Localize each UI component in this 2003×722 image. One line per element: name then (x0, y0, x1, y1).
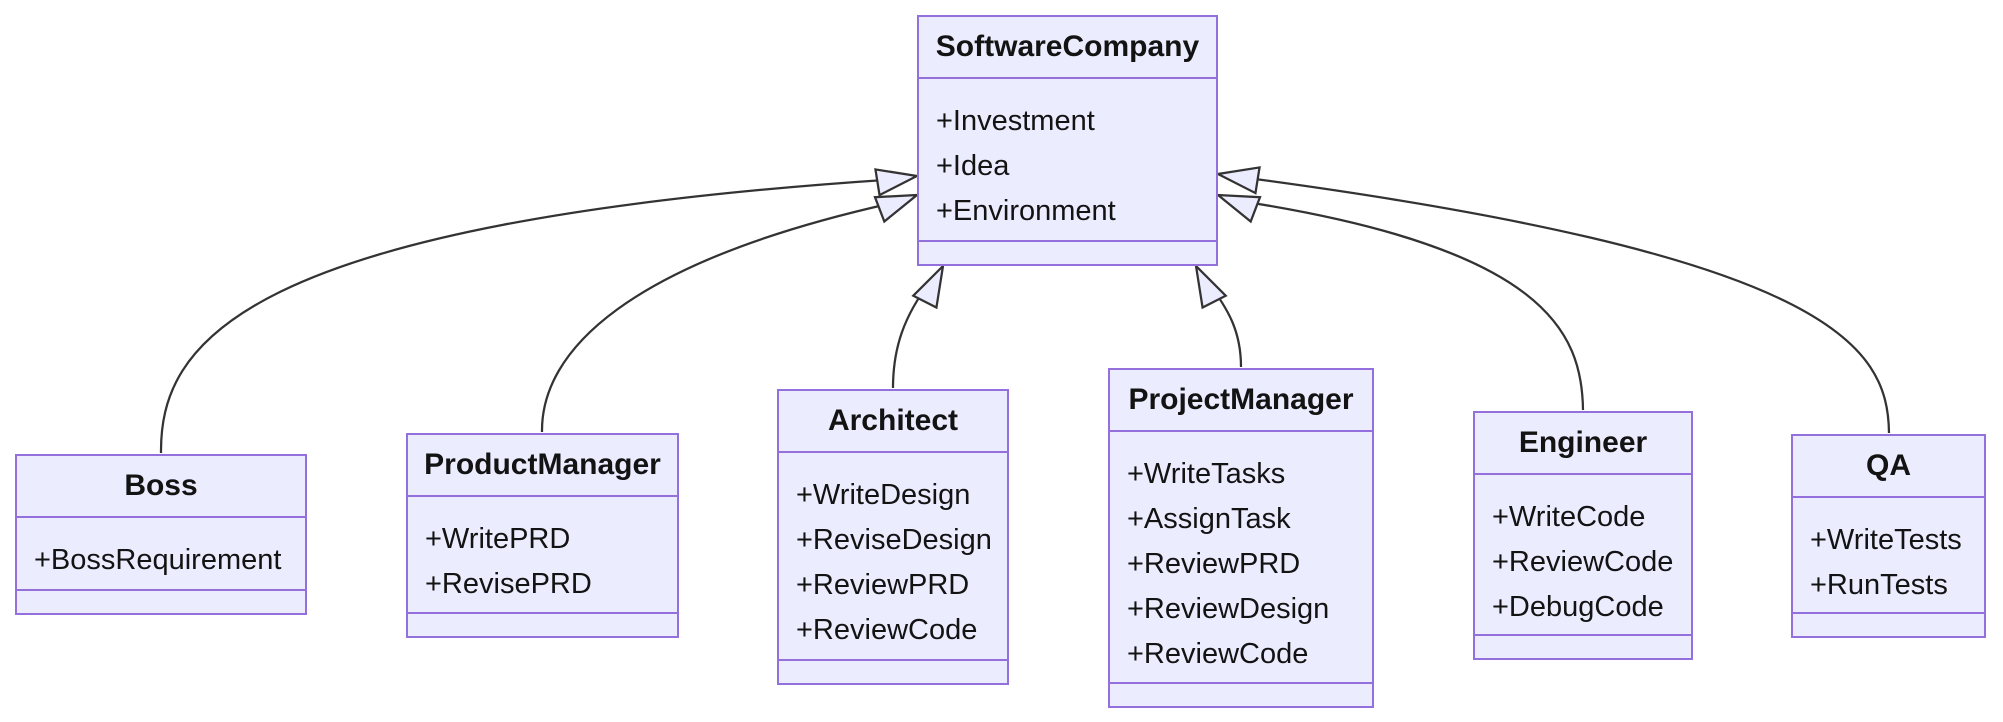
edge-boss-inheritance (159, 177, 900, 454)
class-member: +ReviseDesign (796, 524, 992, 556)
edge-product-manager-inheritance (540, 200, 898, 433)
class-members: +BossRequirement (17, 518, 305, 589)
class-member: +ReviewCode (796, 614, 978, 646)
class-title: Boss (17, 456, 305, 518)
class-member: +WriteTasks (1127, 458, 1286, 490)
class-member: +DebugCode (1492, 591, 1664, 623)
class-methods-empty (408, 612, 677, 636)
class-methods-empty (779, 659, 1007, 683)
class-title: Architect (779, 391, 1007, 453)
class-engineer: Engineer +WriteCode +ReviewCode +DebugCo… (1473, 411, 1693, 660)
class-product-manager: ProductManager +WritePRD +RevisePRD (406, 433, 679, 638)
inheritance-arrowhead-architect (911, 262, 945, 310)
class-title: Engineer (1475, 413, 1691, 475)
edge-qa-inheritance (1239, 175, 1891, 434)
class-title: ProductManager (408, 435, 677, 497)
class-project-manager: ProjectManager +WriteTasks +AssignTask +… (1108, 368, 1374, 708)
class-methods-empty (17, 589, 305, 613)
inheritance-arrowhead-boss (874, 168, 921, 197)
inheritance-arrowhead-qa (1214, 166, 1261, 195)
class-title: ProjectManager (1110, 370, 1372, 432)
edge-engineer-inheritance (1239, 199, 1585, 411)
class-members: +WriteTasks +AssignTask +ReviewPRD +Revi… (1110, 432, 1372, 682)
class-methods-empty (1475, 634, 1691, 658)
inheritance-arrowhead-project-manager (1194, 262, 1228, 310)
class-member: +WriteDesign (796, 479, 971, 511)
inheritance-arrowhead-product-manager (873, 193, 921, 224)
class-member: +ReviewCode (1492, 546, 1674, 578)
class-members: +WriteDesign +ReviseDesign +ReviewPRD +R… (779, 453, 1007, 659)
class-member: +ReviewDesign (1127, 593, 1330, 625)
class-member: +Environment (936, 195, 1116, 227)
class-methods-empty (1793, 612, 1984, 636)
class-title: QA (1793, 436, 1984, 498)
class-member: +ReviewPRD (1127, 548, 1301, 580)
class-member: +Investment (936, 105, 1095, 137)
class-software-company: SoftwareCompany +Investment +Idea +Envir… (917, 15, 1218, 266)
class-member: +RunTests (1810, 569, 1948, 601)
class-member: +AssignTask (1127, 503, 1291, 535)
class-member: +Idea (936, 150, 1010, 182)
class-boss: Boss +BossRequirement (15, 454, 307, 615)
class-members: +WriteCode +ReviewCode +DebugCode (1475, 475, 1691, 634)
class-member: +WritePRD (425, 523, 571, 555)
class-member: +ReviewPRD (796, 569, 970, 601)
class-qa: QA +WriteTests +RunTests (1791, 434, 1986, 638)
class-member: +WriteCode (1492, 501, 1646, 533)
class-methods-empty (919, 240, 1216, 264)
class-members: +Investment +Idea +Environment (919, 79, 1216, 240)
class-member: +RevisePRD (425, 568, 592, 600)
class-title: SoftwareCompany (919, 17, 1216, 79)
inheritance-arrowhead-engineer (1214, 193, 1262, 224)
class-members: +WritePRD +RevisePRD (408, 497, 677, 612)
class-member: +ReviewCode (1127, 638, 1309, 670)
class-member: +WriteTests (1810, 524, 1962, 556)
class-architect: Architect +WriteDesign +ReviseDesign +Re… (777, 389, 1009, 685)
class-methods-empty (1110, 682, 1372, 706)
class-member: +BossRequirement (34, 544, 282, 576)
class-members: +WriteTests +RunTests (1793, 498, 1984, 612)
